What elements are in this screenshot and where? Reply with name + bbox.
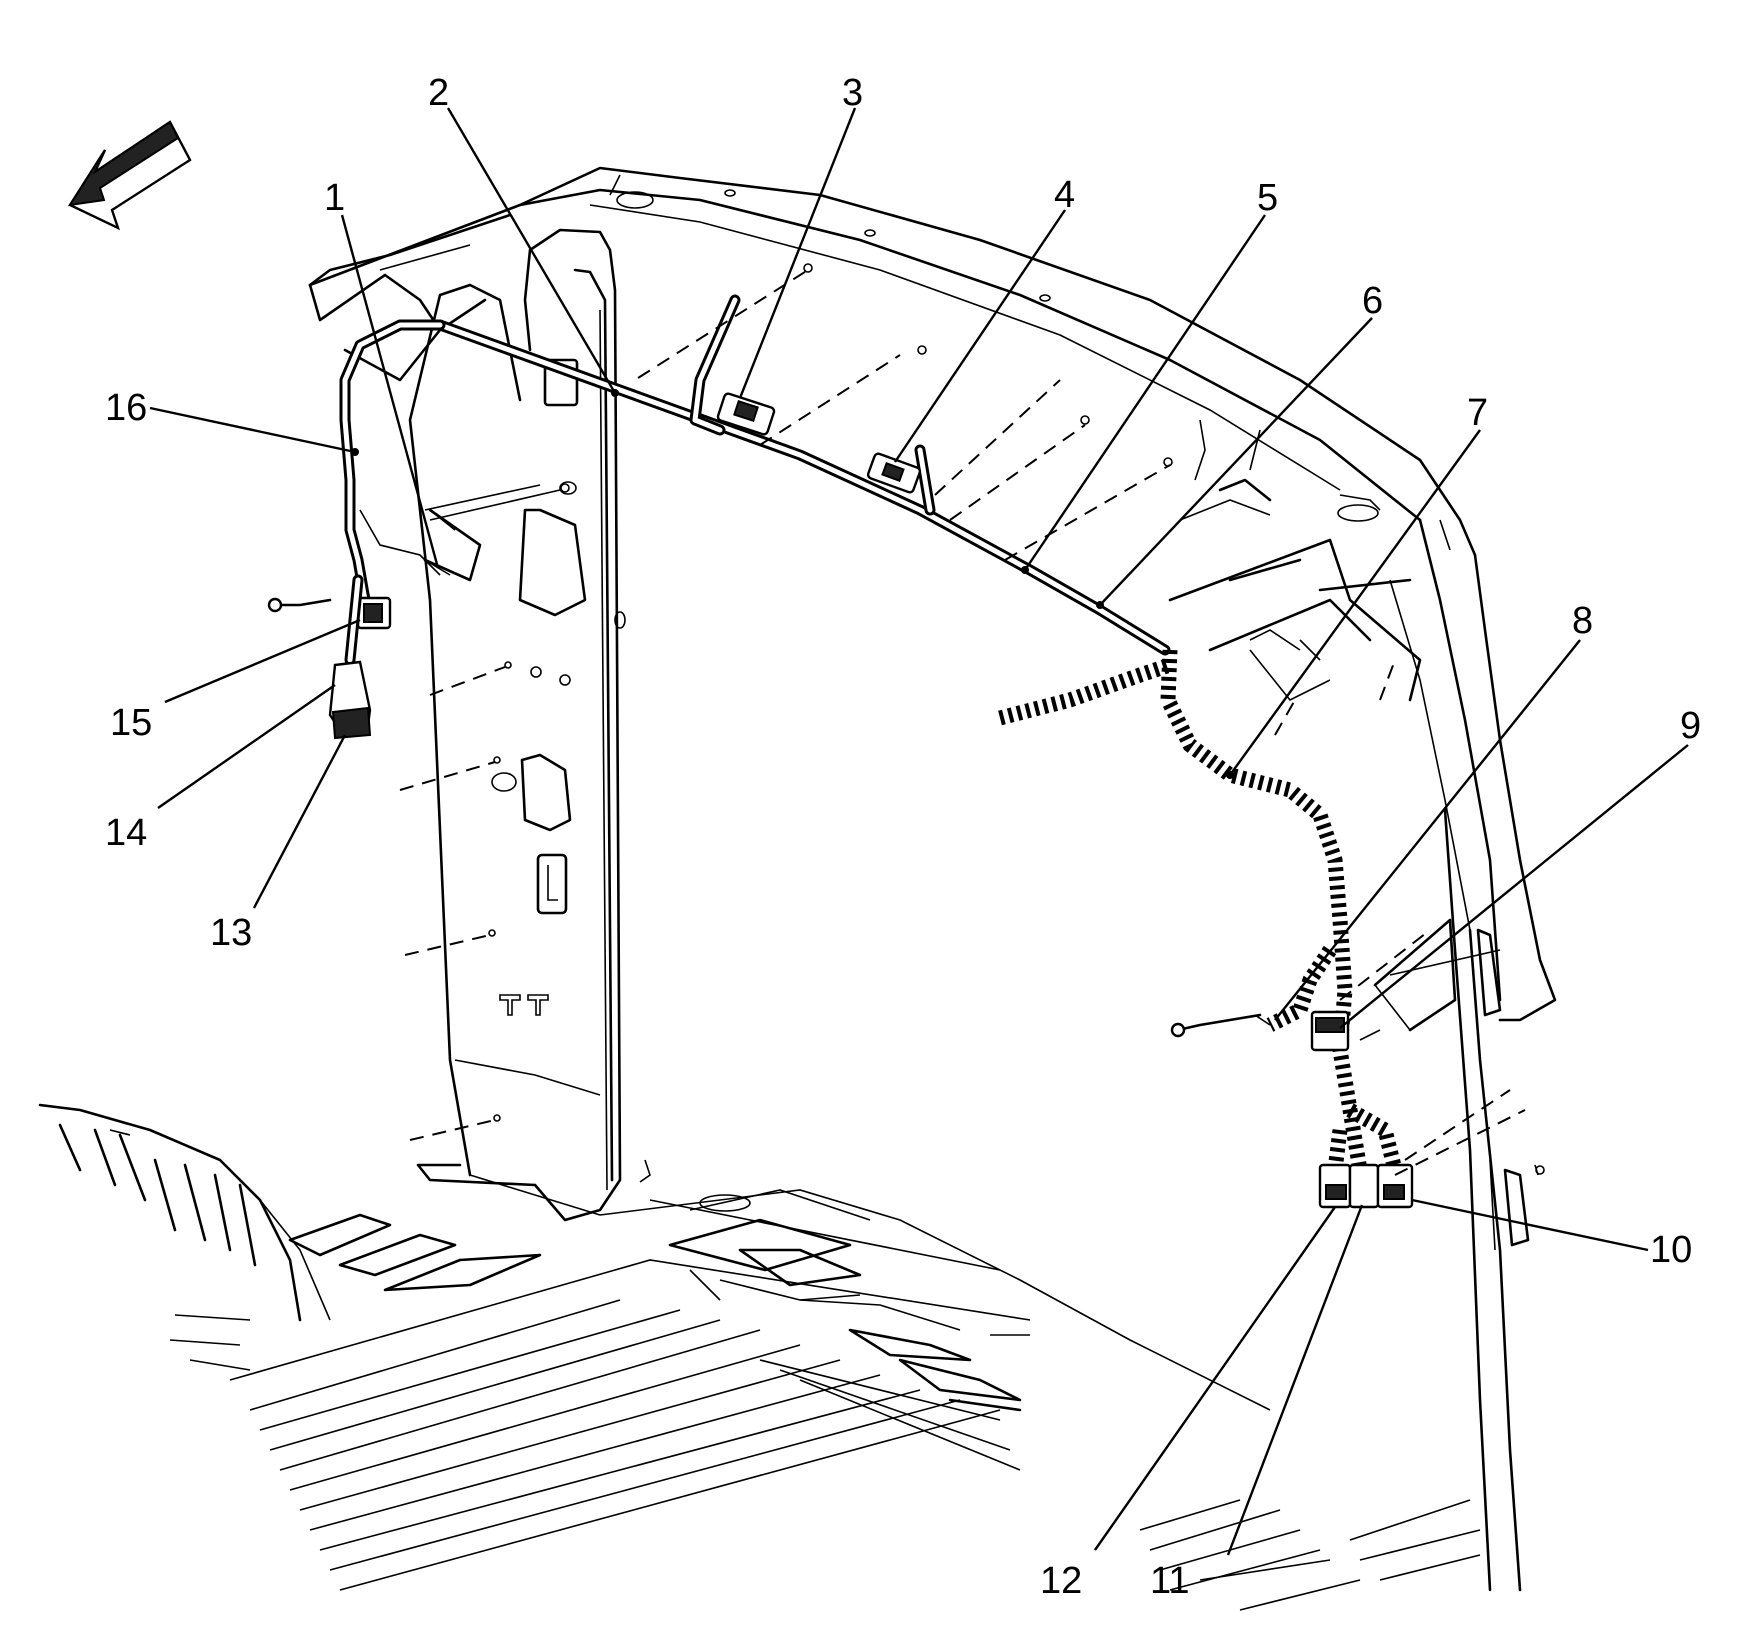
right-bracket [1359,918,1457,1041]
right-roof-rail-panels [1168,419,1422,702]
connector-block-10-11-12 [1318,1163,1414,1209]
callout-8: 8 [1572,600,1593,642]
right-corrugated-harness [998,649,1403,1172]
alignment-dashes [399,263,1526,1176]
callout-7: 7 [1467,392,1488,434]
left-b-pillar [408,228,651,1222]
connector-15 [356,596,392,630]
connector-9 [1310,1010,1350,1052]
connector-14-13 [328,574,372,740]
connector-3 [689,294,776,436]
leader-lines [149,107,1689,1556]
left-bracket [423,508,482,582]
callout-12: 12 [1040,1560,1082,1602]
right-rear-pillar [1389,518,1557,1592]
floor-ribs [249,1248,1481,1611]
callout-9: 9 [1680,705,1701,747]
bolt-left [267,597,332,613]
floor-hatching-left [58,1123,257,1267]
callout-1: 1 [324,177,345,219]
callout-2: 2 [428,72,449,114]
callout-5: 5 [1257,177,1278,219]
bolt-right [1170,1013,1262,1038]
callout-13: 13 [210,912,252,954]
roof-rail-harness [339,319,1171,656]
callout-6: 6 [1362,280,1383,322]
clip-dots [351,389,1234,779]
roof-panel [308,166,1477,557]
cargo-floor [38,1103,1271,1411]
front-direction-arrow-icon [67,120,192,231]
callout-labels: 1 2 3 4 5 6 7 8 9 10 11 12 13 14 15 16 [105,72,1701,1602]
callout-10: 10 [1650,1229,1692,1271]
callout-14: 14 [105,812,147,854]
callout-15: 15 [110,702,152,744]
connector-4 [866,444,936,516]
callout-11: 11 [1150,1560,1189,1602]
callout-3: 3 [842,72,863,114]
callout-16: 16 [105,387,147,429]
callout-4: 4 [1054,174,1075,216]
